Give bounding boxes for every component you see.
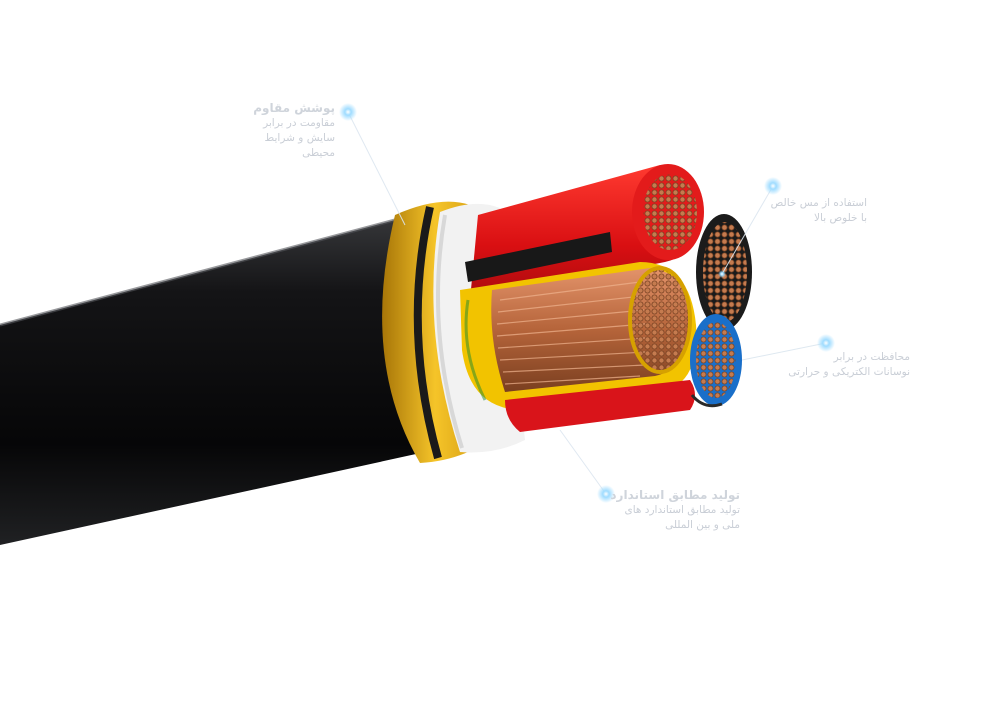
callout-line: مقاومت در برابر xyxy=(263,117,335,129)
callout-middle-right: محافظت در برابر نوسانات الکتریکی و حرارت… xyxy=(770,350,910,380)
outer-jacket xyxy=(0,208,480,545)
callout-dot-1 xyxy=(339,103,357,121)
callout-line: استفاده از مس خالص xyxy=(770,197,867,209)
callout-line: محافظت در برابر xyxy=(833,351,910,363)
callout-bottom: تولید مطابق استاندارد تولید مطابق استاند… xyxy=(610,487,740,533)
callout-top-right: استفاده از مس خالص با خلوص بالا xyxy=(755,196,867,226)
callout-line: ملی و بین المللی xyxy=(665,519,740,531)
callout-line: محیطی xyxy=(302,147,335,159)
copper-strands-main xyxy=(491,266,692,392)
callout-title: پوشش مقاوم xyxy=(253,101,335,115)
callout-line: تولید مطابق استاندارد های xyxy=(624,504,741,516)
callout-dot-3 xyxy=(817,334,835,352)
callout-line: با خلوص بالا xyxy=(814,212,867,224)
callout-line: سایش و شرایط xyxy=(264,132,335,144)
callout-title: تولید مطابق استاندارد xyxy=(610,488,740,502)
callout-line: نوسانات الکتریکی و حرارتی xyxy=(788,366,910,378)
callout-dot-4 xyxy=(597,485,615,503)
callout-top-left: پوشش مقاوم مقاومت در برابر سایش و شرایط … xyxy=(245,100,335,161)
callout-dot-2 xyxy=(764,177,782,195)
